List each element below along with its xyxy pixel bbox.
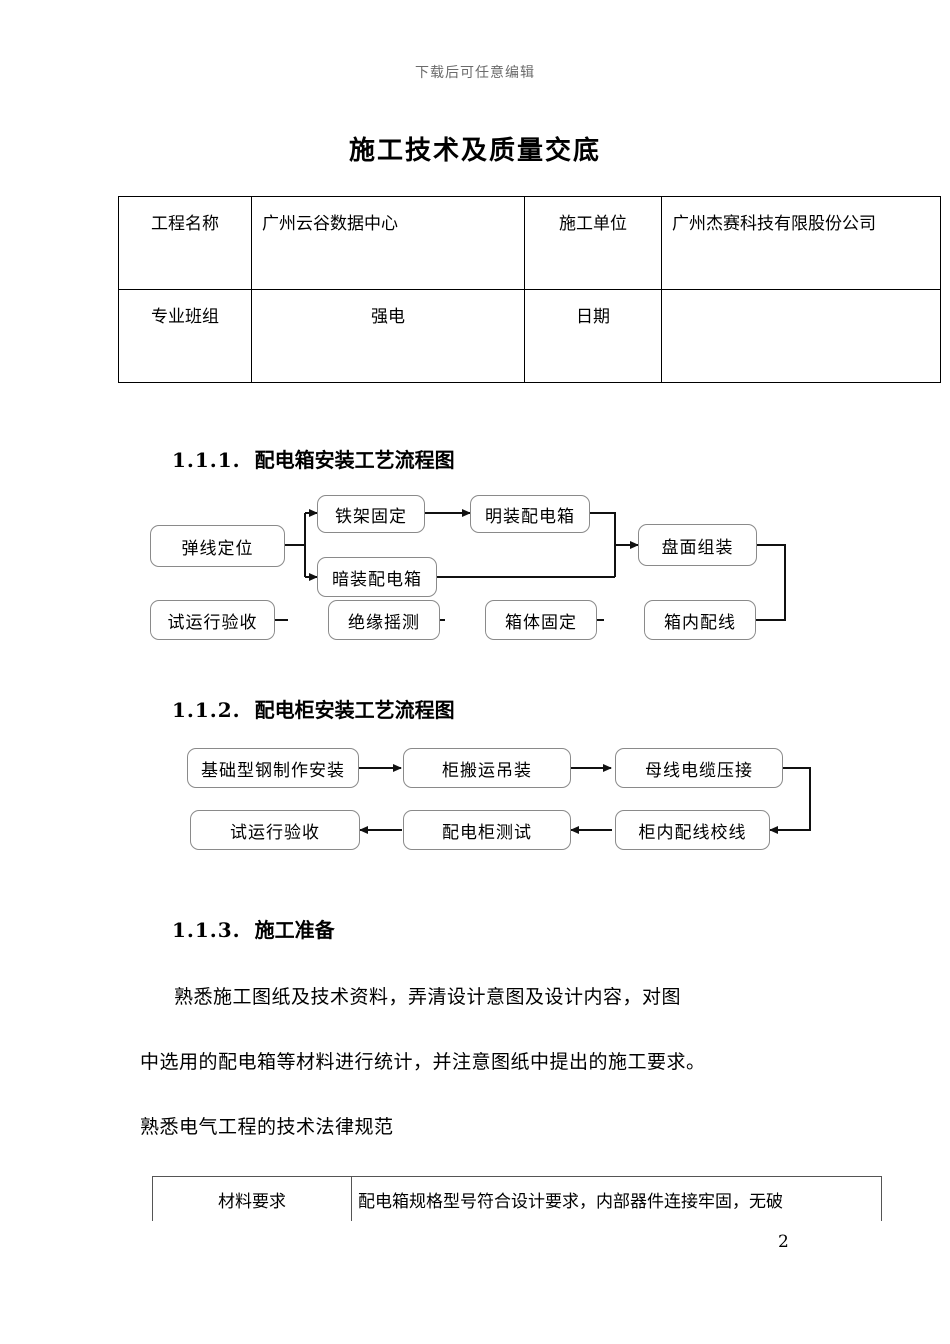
cell-team-label: 专业班组 — [118, 289, 252, 383]
page-title: 施工技术及质量交底 — [348, 136, 601, 166]
heading-1-1-2: 1.1.2. 配电柜安装工艺流程图 — [172, 694, 455, 723]
cell-material-requirement-label: 材料要求 — [152, 1176, 352, 1221]
heading-number: 1.1.3. — [172, 918, 241, 942]
page-header-watermark: 下载后可任意编辑 — [415, 65, 535, 81]
cell-team-value: 强电 — [251, 289, 525, 383]
flow-node: 铁架固定 — [317, 495, 425, 533]
body-paragraph-2: 中选用的配电箱等材料进行统计，并注意图纸中提出的施工要求。 — [140, 1051, 706, 1073]
heading-number: 1.1.1. — [172, 448, 241, 472]
flow-node: 试运行验收 — [150, 600, 275, 640]
project-info-table: 工程名称 广州云谷数据中心 施工单位 广州杰赛科技有限股份公司 专业班组 强电 … — [118, 196, 941, 383]
flow-node: 弹线定位 — [150, 525, 285, 567]
flow-node: 母线电缆压接 — [615, 748, 783, 788]
material-requirement-table: 材料要求 配电箱规格型号符合设计要求，内部器件连接牢固，无破 — [152, 1176, 882, 1221]
flowchart-distribution-box: 弹线定位 铁架固定 暗装配电箱 明装配电箱 盘面组装 箱内配线 箱体固定 绝缘摇… — [130, 495, 830, 655]
table-row: 工程名称 广州云谷数据中心 施工单位 广州杰赛科技有限股份公司 — [118, 196, 941, 290]
heading-1-1-1: 1.1.1. 配电箱安装工艺流程图 — [172, 444, 455, 473]
heading-1-1-3: 1.1.3. 施工准备 — [172, 914, 335, 943]
flowchart-connectors — [359, 764, 811, 834]
flow-node: 箱体固定 — [485, 600, 597, 640]
heading-text: 施工准备 — [254, 918, 335, 942]
cell-date-value — [661, 289, 941, 383]
flow-node: 明装配电箱 — [470, 495, 590, 533]
heading-text: 配电柜安装工艺流程图 — [254, 698, 455, 722]
flow-node: 试运行验收 — [190, 810, 360, 850]
body-paragraph-3: 熟悉电气工程的技术法律规范 — [140, 1116, 394, 1138]
flowchart-switchgear: 基础型钢制作安装 柜搬运吊装 母线电缆压接 柜内配线校线 配电柜测试 试运行验收 — [175, 745, 835, 855]
flow-node: 箱内配线 — [644, 600, 756, 640]
flow-node: 暗装配电箱 — [317, 557, 437, 597]
page-number: 2 — [778, 1232, 789, 1252]
cell-material-requirement-value: 配电箱规格型号符合设计要求，内部器件连接牢固，无破 — [351, 1176, 882, 1221]
flow-node: 柜内配线校线 — [615, 810, 770, 850]
flow-node: 盘面组装 — [638, 524, 757, 566]
body-paragraph-1: 熟悉施工图纸及技术资料，弄清设计意图及设计内容，对图 — [174, 986, 682, 1008]
flow-node: 绝缘摇测 — [328, 600, 440, 640]
cell-contractor-value: 广州杰赛科技有限股份公司 — [661, 196, 941, 290]
flow-node: 柜搬运吊装 — [403, 748, 571, 788]
heading-number: 1.1.2. — [172, 698, 241, 722]
cell-contractor-label: 施工单位 — [524, 196, 662, 290]
flow-node: 配电柜测试 — [403, 810, 571, 850]
cell-date-label: 日期 — [524, 289, 662, 383]
table-row: 材料要求 配电箱规格型号符合设计要求，内部器件连接牢固，无破 — [152, 1176, 882, 1221]
heading-text: 配电箱安装工艺流程图 — [254, 448, 455, 472]
cell-project-name-value: 广州云谷数据中心 — [251, 196, 525, 290]
cell-project-name-label: 工程名称 — [118, 196, 252, 290]
table-row: 专业班组 强电 日期 — [118, 289, 941, 383]
flow-node: 基础型钢制作安装 — [187, 748, 359, 788]
